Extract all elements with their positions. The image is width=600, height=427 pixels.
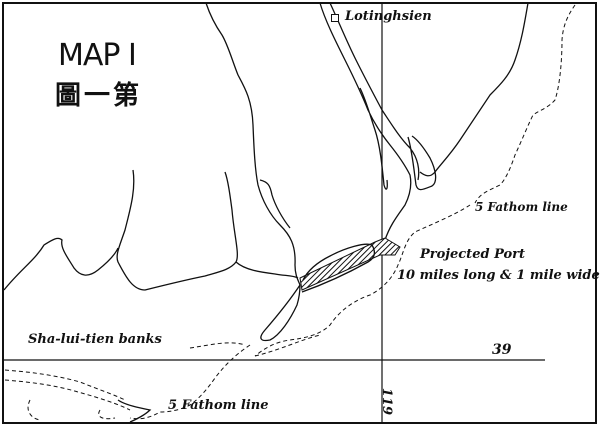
longitude-label: 119 <box>379 387 395 416</box>
projected-port-area <box>299 237 401 291</box>
banks-label: Sha-lui-tien banks <box>28 332 162 347</box>
fathom-line-upper <box>474 4 576 204</box>
port-title-label: Projected Port <box>420 247 526 262</box>
map-title: MAP I <box>58 38 137 73</box>
fathom-line-lower <box>4 344 251 420</box>
latitude-label: 39 <box>492 342 512 358</box>
south-island <box>260 284 301 342</box>
west-coastline <box>3 169 299 291</box>
fathom-label-lower: 5 Fathom line <box>168 398 269 413</box>
fathom-line-middle <box>254 204 471 357</box>
port-desc-label: 10 miles long & 1 mile wide <box>397 268 600 283</box>
port-embankment <box>301 243 375 293</box>
east-coastline <box>419 2 529 177</box>
channel-dashes <box>27 334 321 421</box>
map-subtitle-cjk: 圖一第 <box>55 81 143 111</box>
lotinghsien-river <box>319 2 437 241</box>
sandbank-shape <box>117 399 152 423</box>
fathom-label-upper: 5 Fathom line <box>475 200 568 214</box>
town-marker-icon <box>331 14 339 22</box>
central-river-bank <box>205 2 301 286</box>
town-label: Lotinghsien <box>345 9 432 24</box>
